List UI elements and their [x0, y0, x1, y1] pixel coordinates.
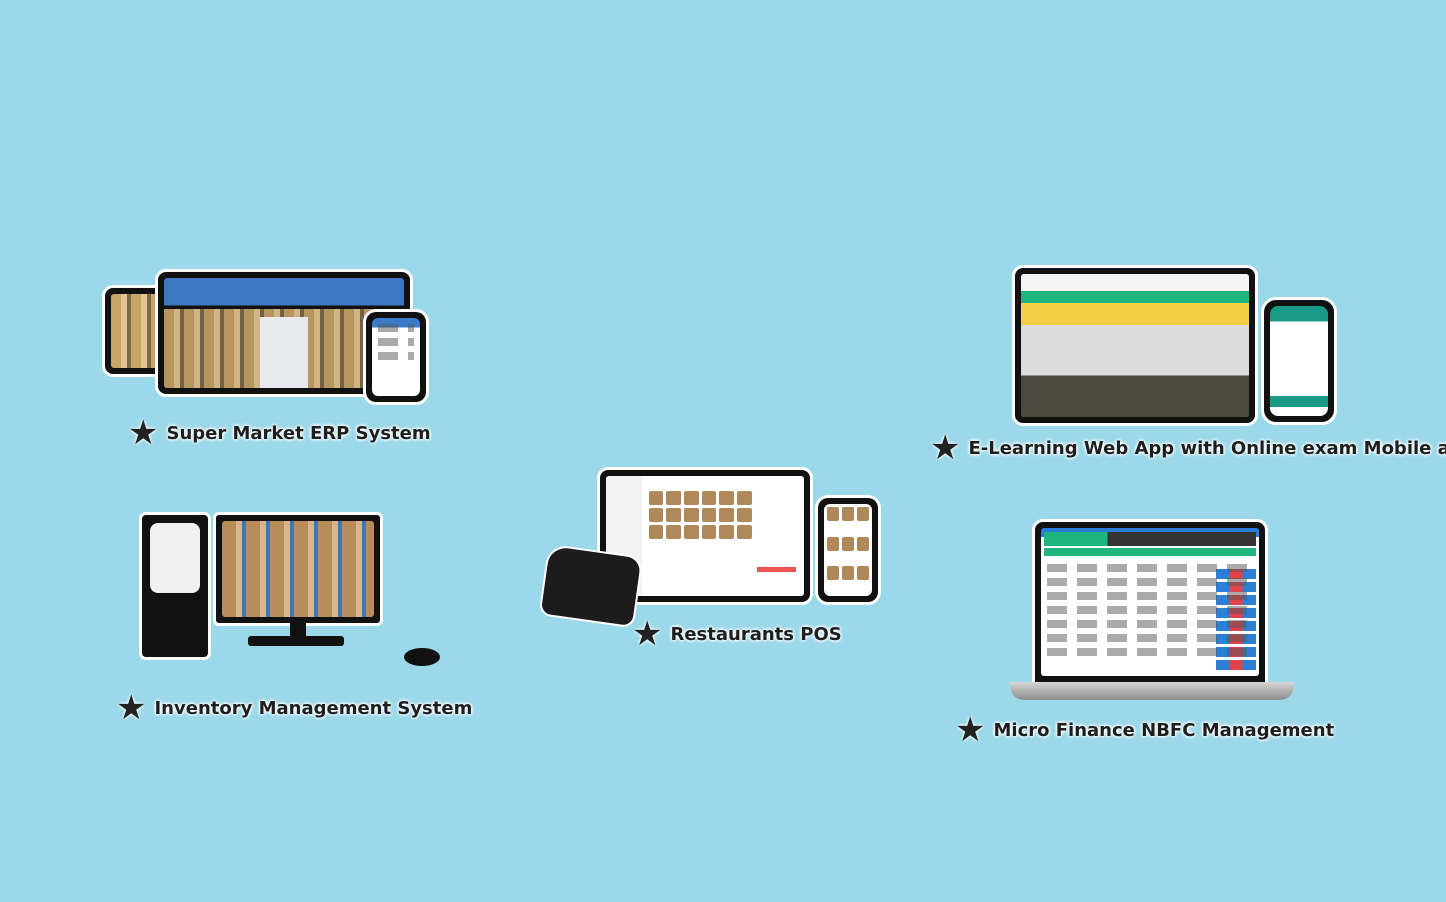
mouse: [404, 648, 440, 666]
product-title: E-Learning Web App with Online exam Mobi…: [968, 437, 1446, 459]
laptop-base: [1010, 682, 1294, 700]
star-icon: ★: [128, 413, 159, 453]
product-label-supermarket: ★ Super Market ERP System: [128, 416, 431, 450]
phone: [818, 498, 878, 602]
product-label-restaurant: ★ Restaurants POS: [632, 617, 842, 651]
monitor: [216, 515, 380, 623]
monitor-base: [248, 636, 344, 646]
product-title: Super Market ERP System: [166, 422, 431, 444]
pc-tower: [142, 515, 208, 657]
tablet-back: [105, 288, 165, 374]
product-title: Restaurants POS: [670, 623, 842, 645]
tablet-front: [158, 272, 410, 394]
phone: [366, 312, 426, 402]
product-title: Inventory Management System: [154, 697, 473, 719]
product-label-elearning: ★ E-Learning Web App with Online exam Mo…: [930, 431, 1446, 465]
product-label-microfinance: ★ Micro Finance NBFC Management: [955, 713, 1334, 747]
monitor-stand: [290, 623, 306, 637]
product-label-inventory: ★ Inventory Management System: [116, 691, 472, 725]
laptop-screen: [1035, 522, 1265, 682]
tablet: [1015, 268, 1255, 423]
star-icon: ★: [632, 614, 663, 654]
star-icon: ★: [955, 710, 986, 750]
product-title: Micro Finance NBFC Management: [993, 719, 1335, 741]
phone: [1264, 300, 1334, 422]
star-icon: ★: [116, 688, 147, 728]
star-icon: ★: [930, 428, 961, 468]
receipt-printer: [540, 545, 642, 627]
